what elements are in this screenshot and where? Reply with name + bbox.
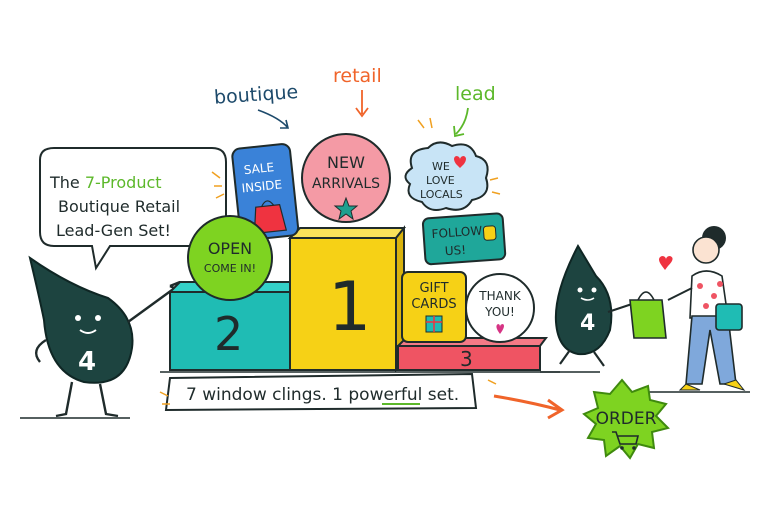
sign-sale-line2: INSIDE [241,177,283,195]
podium-first-number: 1 [328,268,371,347]
order-button[interactable]: ORDER [582,378,670,460]
sign-gift-line2: CARDS [411,297,456,312]
tagline-highlight: powerful [348,385,422,405]
arrow-boutique [257,109,290,129]
shopper-woman [659,226,746,391]
mascot-left-number: 4 [78,347,96,377]
thumbs-up-icon [482,225,497,241]
label-lead: lead [455,83,496,105]
sign-thank-line2: YOU! [484,305,515,319]
bubble-line1-highlight: 7-Product [85,173,162,192]
sign-follow-us: FOLLOW US! [421,212,507,266]
arrow-retail [355,90,369,118]
speech-bubble: The 7-Product Boutique Retail Lead-Gen S… [39,147,227,271]
sign-locals-line1: WE [432,160,450,173]
sign-open-line1: OPEN [208,239,252,258]
sign-gift-cards: GIFT CARDS [401,271,467,343]
sign-we-love-locals: WE LOVE LOCALS [404,141,489,211]
tagline-prefix: 7 window clings. 1 [186,385,348,405]
heart-icon [659,256,673,270]
heart-icon [454,156,466,168]
sign-new-line2: ARRIVALS [312,176,380,192]
tagline-suffix: set. [422,385,459,405]
arrow-to-order [493,394,565,420]
order-button-label: ORDER [596,409,657,429]
shopping-cart-icon [612,431,640,445]
podium-first [289,237,397,371]
sign-locals-line2: LOVE [426,174,455,187]
bubble-line1-prefix: The [49,173,85,192]
shopping-bag-icon [629,299,667,339]
mascot-right-number: 4 [580,311,595,336]
bubble-line2: Boutique Retail [58,197,180,216]
podium-third [397,345,541,371]
heart-icon [496,324,504,334]
star-icon [333,196,359,221]
mascot-left: 4 [28,255,181,418]
bubble-line3: Lead-Gen Set! [56,221,171,240]
podium-second [169,291,293,371]
sign-locals-line3: LOCALS [420,188,463,201]
label-retail: retail [333,65,382,87]
sign-gift-line1: GIFT [419,281,448,296]
sign-new-line1: NEW [327,153,365,172]
ground-lines [20,371,750,419]
tagline-banner: 7 window clings. 1 powerful set. [164,372,478,412]
podium-third-number: 3 [460,347,473,371]
sparkle-marks [159,117,501,405]
sign-sale-inside: SALE INSIDE [231,143,300,242]
podium: 2 1 3 [167,225,548,373]
arrow-lead [453,107,469,138]
sign-sale-line1: SALE [243,160,275,177]
svg-text:The 7-Product: The 7-Product [49,173,162,192]
sign-new-arrivals: NEW ARRIVALS [301,133,391,223]
sign-open-line2: COME IN! [204,262,256,275]
sign-thank-you: THANK YOU! [465,273,535,343]
sign-follow-line2: US! [444,243,466,258]
sign-follow-line1: FOLLOW [431,224,483,242]
mascot-right: 4 [554,243,667,367]
sign-thank-line1: THANK [478,289,522,303]
podium-second-number: 2 [214,307,243,361]
svg-text:7 window clings. 1 powerful se: 7 window clings. 1 powerful set. [186,385,459,405]
sign-open: OPEN COME IN! [187,215,273,301]
label-boutique: boutique [213,81,299,109]
shopping-bag-icon [715,303,743,331]
